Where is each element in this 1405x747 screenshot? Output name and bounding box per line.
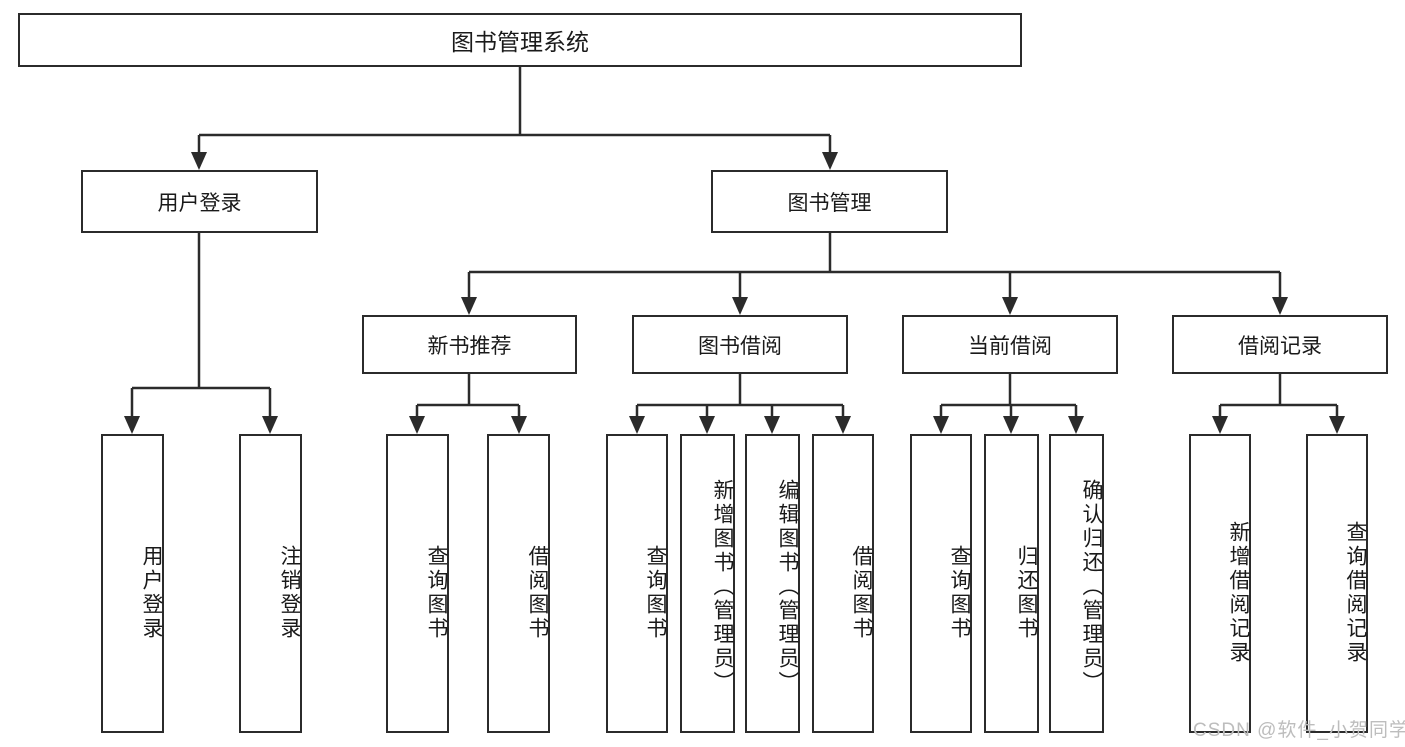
watermark: CSDN @软件_小贺同学 — [1193, 720, 1405, 741]
leaf-query-book-newbook-label: 查询图书 — [425, 544, 448, 641]
leaf-add-borrow-record-label: 新增借阅记录 — [1227, 520, 1250, 665]
leaf-query-book-newbook[interactable]: 查询图书 — [386, 434, 449, 733]
leaf-confirm-return-admin[interactable]: 确认归还（管理员） — [1049, 434, 1104, 733]
node-user-login[interactable]: 用户登录 — [81, 170, 318, 233]
arrow-leaf-borrow-book-2 — [835, 416, 851, 434]
arrow-leaf-query-book-2 — [629, 416, 645, 434]
node-root-label: 图书管理系统 — [451, 29, 589, 55]
arrow-new-book-rec — [461, 297, 477, 315]
leaf-add-borrow-record[interactable]: 新增借阅记录 — [1189, 434, 1251, 733]
node-borrow-record-label: 借阅记录 — [1238, 334, 1322, 358]
arrow-leaf-query-book-3 — [933, 416, 949, 434]
arrow-book-mgmt — [822, 152, 838, 170]
leaf-user-login-label: 用户登录 — [140, 544, 163, 641]
node-book-borrow[interactable]: 图书借阅 — [632, 315, 848, 374]
node-root[interactable]: 图书管理系统 — [18, 13, 1022, 67]
leaf-query-book-borrow-label: 查询图书 — [644, 544, 667, 641]
arrow-leaf-confirm-return — [1068, 416, 1084, 434]
leaf-confirm-return-admin-label: 确认归还（管理员） — [1080, 478, 1103, 695]
node-current-borrow[interactable]: 当前借阅 — [902, 315, 1118, 374]
leaf-logout-label: 注销登录 — [278, 544, 301, 641]
leaf-add-book-admin-label: 新增图书（管理员） — [711, 478, 734, 695]
leaf-borrow-book-borrow-label: 借阅图书 — [850, 544, 873, 641]
arrow-leaf-user-login — [124, 416, 140, 434]
leaf-return-book[interactable]: 归还图书 — [984, 434, 1039, 733]
arrow-leaf-add-book — [699, 416, 715, 434]
node-user-login-label: 用户登录 — [157, 191, 242, 215]
leaf-edit-book-admin[interactable]: 编辑图书（管理员） — [745, 434, 800, 733]
leaf-add-book-admin[interactable]: 新增图书（管理员） — [680, 434, 735, 733]
leaf-return-book-label: 归还图书 — [1015, 544, 1038, 641]
leaf-query-borrow-record-label: 查询借阅记录 — [1344, 520, 1367, 665]
leaf-query-book-current-label: 查询图书 — [948, 544, 971, 641]
node-book-management-label: 图书管理 — [787, 191, 872, 215]
leaf-borrow-book-newbook-label: 借阅图书 — [526, 544, 549, 641]
node-borrow-record[interactable]: 借阅记录 — [1172, 315, 1388, 374]
node-book-management[interactable]: 图书管理 — [711, 170, 948, 233]
leaf-edit-book-admin-label: 编辑图书（管理员） — [776, 478, 799, 695]
arrow-borrow-record — [1272, 297, 1288, 315]
leaf-query-book-current[interactable]: 查询图书 — [910, 434, 972, 733]
arrow-leaf-query-book-1 — [409, 416, 425, 434]
leaf-borrow-book-borrow[interactable]: 借阅图书 — [812, 434, 874, 733]
node-new-book-recommend-label: 新书推荐 — [427, 334, 512, 358]
arrow-leaf-logout — [262, 416, 278, 434]
arrow-leaf-borrow-book-1 — [511, 416, 527, 434]
arrow-current-borrow — [1002, 297, 1018, 315]
leaf-query-book-borrow[interactable]: 查询图书 — [606, 434, 668, 733]
arrow-leaf-add-record — [1212, 416, 1228, 434]
node-current-borrow-label: 当前借阅 — [968, 334, 1052, 358]
leaf-user-login[interactable]: 用户登录 — [101, 434, 164, 733]
arrow-leaf-query-record — [1329, 416, 1345, 434]
arrow-leaf-edit-book — [764, 416, 780, 434]
arrow-leaf-return-book — [1003, 416, 1019, 434]
node-new-book-recommend[interactable]: 新书推荐 — [362, 315, 577, 374]
leaf-logout[interactable]: 注销登录 — [239, 434, 302, 733]
leaf-query-borrow-record[interactable]: 查询借阅记录 — [1306, 434, 1368, 733]
leaf-borrow-book-newbook[interactable]: 借阅图书 — [487, 434, 550, 733]
arrow-book-borrow — [732, 297, 748, 315]
arrow-user-login — [191, 152, 207, 170]
node-book-borrow-label: 图书借阅 — [698, 334, 782, 358]
